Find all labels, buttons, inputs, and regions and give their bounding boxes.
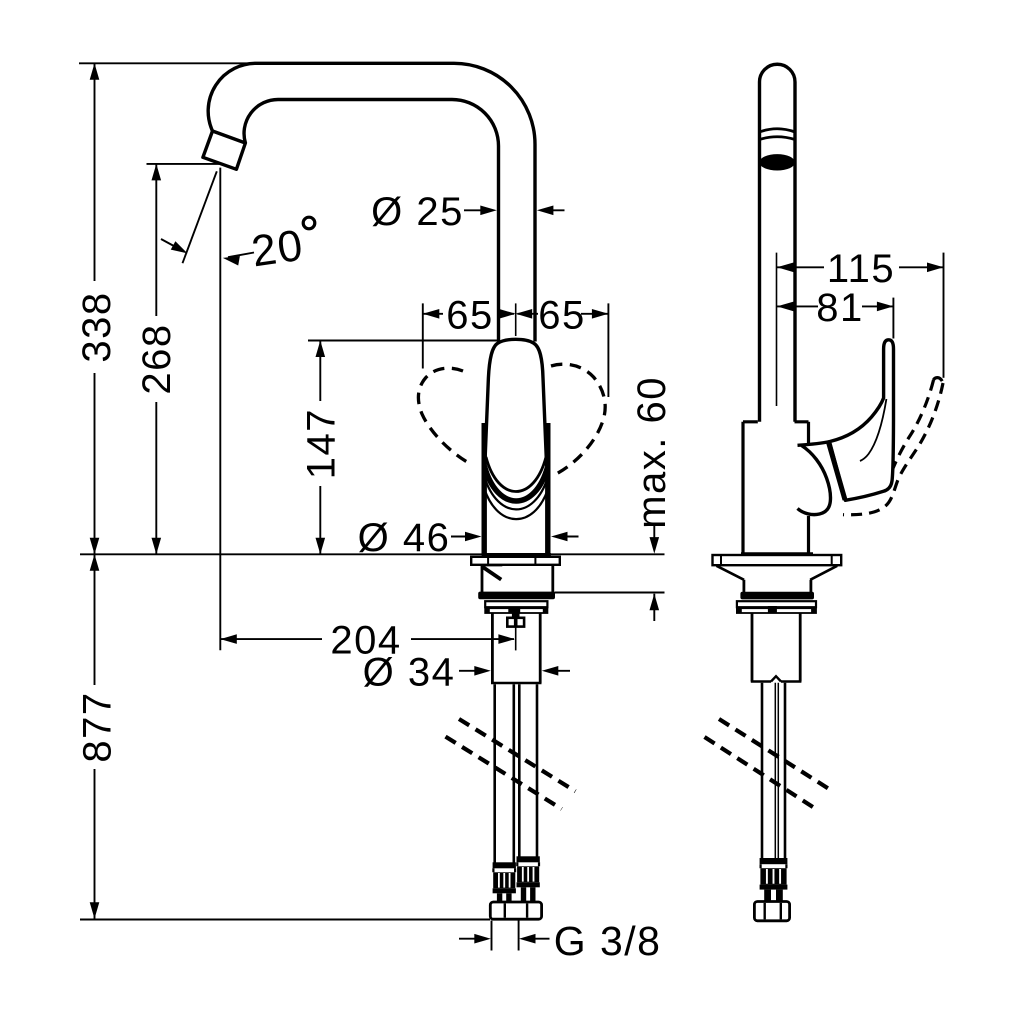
svg-text:Ø 25: Ø 25 (371, 190, 464, 234)
svg-text:G 3/8: G 3/8 (554, 918, 662, 964)
svg-text:20: 20 (249, 221, 307, 277)
svg-text:147: 147 (300, 408, 344, 479)
svg-text:Ø 34: Ø 34 (363, 650, 456, 694)
svg-text:65: 65 (538, 293, 586, 337)
svg-text:65: 65 (446, 293, 494, 337)
svg-text:115: 115 (827, 247, 895, 291)
svg-text:338: 338 (75, 291, 119, 362)
svg-text:Ø 46: Ø 46 (358, 516, 451, 560)
svg-text:max. 60: max. 60 (630, 376, 674, 529)
svg-text:204: 204 (330, 619, 401, 663)
svg-text:268: 268 (135, 323, 179, 394)
svg-text:877: 877 (76, 691, 120, 762)
svg-text:81: 81 (816, 286, 864, 330)
